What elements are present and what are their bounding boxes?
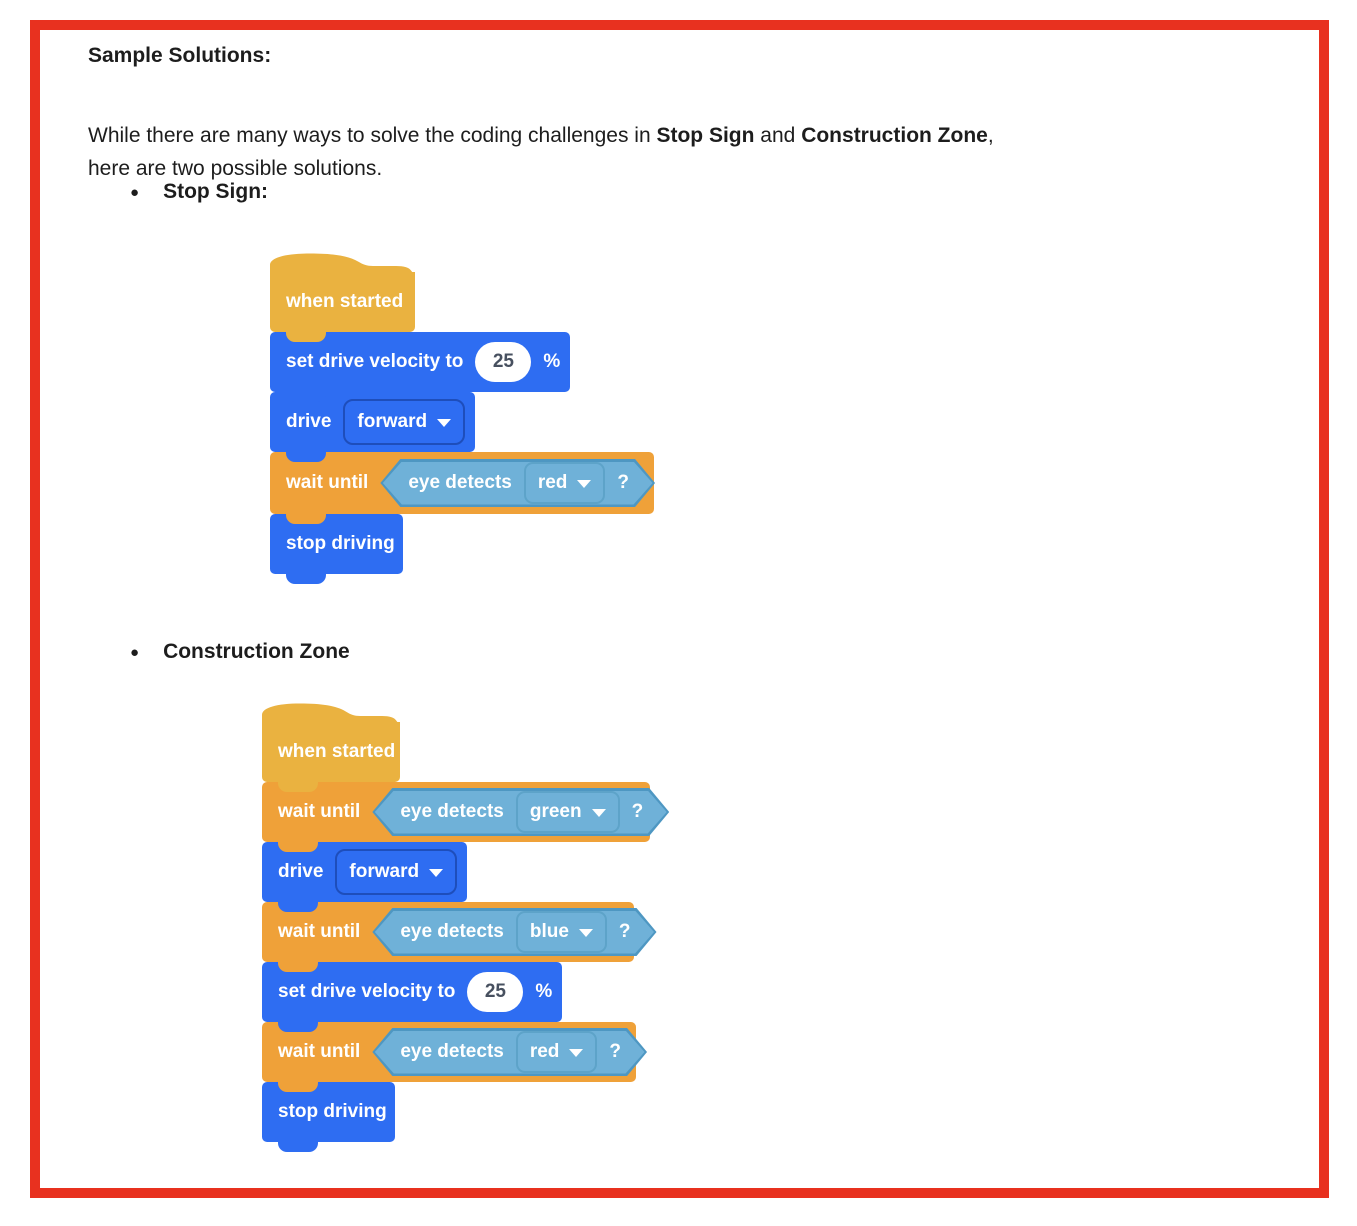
percent-label: % [543, 351, 561, 372]
question-mark-label: ? [617, 472, 630, 493]
wait-until-block[interactable]: wait until eye detects red ? [270, 452, 655, 524]
eye-detects-boolean[interactable]: eye detects blue ? [372, 908, 656, 956]
page-frame [30, 20, 1329, 1198]
block-label: drive [286, 411, 332, 432]
question-mark-label: ? [618, 921, 631, 942]
condition-label: eye detects [400, 921, 504, 942]
wait-until-block[interactable]: wait until eye detects blue ? [262, 902, 634, 972]
block-label: stop driving [286, 533, 395, 554]
block-label: wait until [278, 801, 361, 822]
intro-text: While there are many ways to solve the c… [88, 124, 657, 147]
hat-dome-shape [270, 253, 413, 273]
direction-dropdown[interactable]: forward [343, 399, 466, 445]
bullet-icon: ● [130, 643, 140, 661]
eye-detects-boolean[interactable]: eye detects red ? [372, 1028, 647, 1076]
intro-line2: here are two possible solutions. [88, 157, 383, 180]
when-started-hat-block[interactable]: when started [262, 703, 400, 792]
dropdown-arrow-icon [577, 480, 591, 488]
block-label: when started [286, 291, 404, 312]
wait-until-block[interactable]: wait until eye detects red ? [262, 1022, 636, 1092]
drive-block[interactable]: drive forward [262, 842, 467, 912]
dropdown-arrow-icon [579, 929, 593, 937]
stop-driving-block[interactable]: stop driving [270, 514, 403, 584]
percent-label: % [535, 981, 553, 1002]
block-label: when started [278, 741, 396, 762]
bullet-stop-sign: ● Stop Sign: [130, 180, 268, 204]
eye-detects-boolean[interactable]: eye detects green ? [372, 788, 669, 836]
construction-zone-block-stack: when started wait until eye detects gree… [262, 702, 942, 1167]
intro-paragraph: While there are many ways to solve the c… [88, 124, 994, 180]
block-label: wait until [278, 921, 361, 942]
boolean-fill [375, 911, 654, 954]
color-dropdown[interactable]: green [516, 791, 620, 833]
stop-driving-block[interactable]: stop driving [262, 1082, 395, 1152]
page-title: Sample Solutions: [88, 44, 272, 67]
condition-label: eye detects [400, 1041, 504, 1062]
section-label-construction-zone: Construction Zone [163, 640, 350, 663]
intro-bold-construction-zone: Construction Zone [801, 124, 988, 147]
section-label-stop-sign: Stop Sign: [163, 180, 269, 203]
bullet-construction-zone: ● Construction Zone [130, 640, 350, 664]
dropdown-arrow-icon [569, 1049, 583, 1057]
dropdown-arrow-icon [437, 419, 452, 427]
block-label: set drive velocity to [286, 351, 464, 372]
bullet-icon: ● [130, 183, 140, 201]
set-drive-velocity-block[interactable]: set drive velocity to 25 % [262, 962, 562, 1032]
dropdown-arrow-icon [592, 809, 606, 817]
block-label: wait until [286, 472, 369, 493]
when-started-hat-block[interactable]: when started [270, 253, 415, 342]
stop-sign-block-stack: when started set drive velocity to 25 % … [270, 252, 950, 597]
boolean-fill [375, 1031, 645, 1074]
block-label: drive [278, 861, 324, 882]
color-dropdown[interactable]: blue [516, 911, 607, 953]
condition-label: eye detects [400, 801, 504, 822]
intro-bold-stop-sign: Stop Sign [656, 124, 755, 147]
color-dropdown[interactable]: red [524, 462, 606, 504]
question-mark-label: ? [631, 801, 644, 822]
eye-detects-boolean[interactable]: eye detects red ? [380, 459, 655, 507]
boolean-fill [383, 462, 653, 505]
condition-label: eye detects [408, 472, 512, 493]
set-drive-velocity-block[interactable]: set drive velocity to 25 % [270, 332, 570, 402]
drive-block[interactable]: drive forward [270, 392, 475, 462]
direction-dropdown[interactable]: forward [335, 849, 458, 895]
block-label: set drive velocity to [278, 981, 456, 1002]
color-dropdown[interactable]: red [516, 1031, 598, 1073]
hat-dome-shape [262, 703, 399, 723]
velocity-value-field[interactable]: 25 [475, 342, 532, 382]
question-mark-label: ? [609, 1041, 622, 1062]
dropdown-arrow-icon [429, 869, 444, 877]
velocity-value-field[interactable]: 25 [467, 972, 524, 1012]
wait-until-block[interactable]: wait until eye detects green ? [262, 782, 650, 852]
block-label: stop driving [278, 1101, 387, 1122]
block-label: wait until [278, 1041, 361, 1062]
